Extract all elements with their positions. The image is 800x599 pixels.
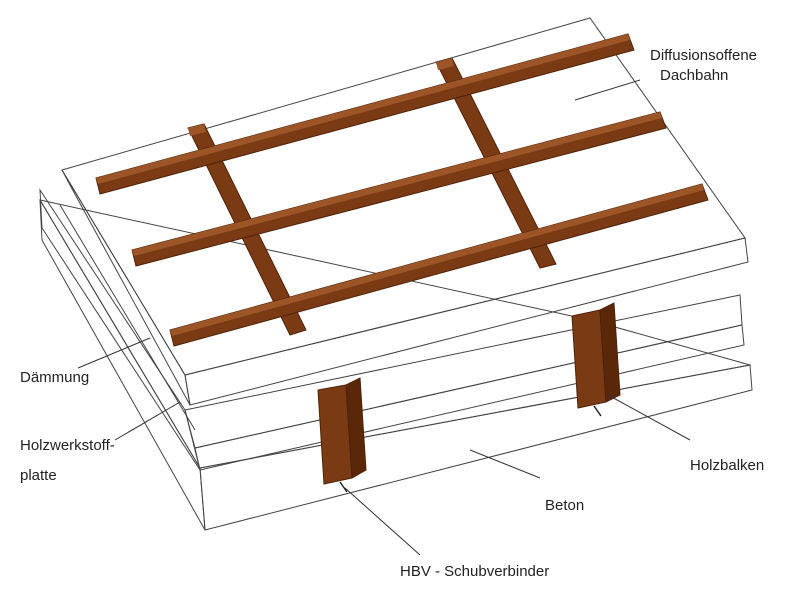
leader-lines — [77, 79, 691, 556]
leader-wood-panel — [114, 401, 181, 441]
label-wood-panel-line2: platte — [20, 467, 57, 484]
leader-roof-membrane — [574, 79, 641, 101]
label-roof-membrane-line1: Diffusionsoffene — [650, 47, 757, 64]
leader-concrete — [469, 449, 541, 479]
labels: Diffusionsoffene Dachbahn Dämmung Holzwe… — [20, 47, 764, 580]
leader-shear-connector — [344, 487, 421, 556]
battens — [95, 33, 709, 347]
label-timber-beam: Holzbalken — [690, 457, 764, 474]
label-shear-connector: HBV - Schubverbinder — [400, 563, 549, 580]
label-wood-panel-line1: Holzwerkstoff- — [20, 437, 115, 454]
insulation-layer — [39, 188, 745, 471]
label-concrete: Beton — [545, 497, 584, 514]
roof-membrane — [61, 17, 746, 376]
leader-insulation — [77, 337, 151, 369]
shear-connectors — [339, 405, 602, 493]
label-insulation: Dämmung — [20, 369, 89, 386]
timber-beams — [317, 302, 621, 485]
label-roof-membrane-line2: Dachbahn — [660, 67, 728, 84]
leader-timber-beam — [607, 394, 691, 441]
